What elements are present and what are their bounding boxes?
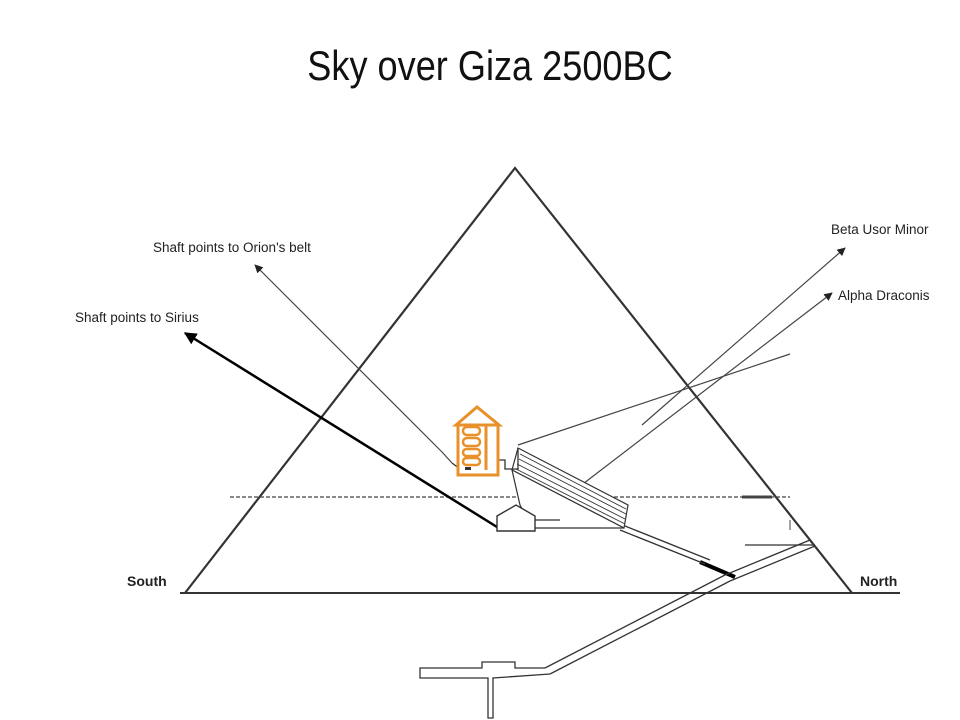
subterranean-chamber [419, 661, 551, 719]
beta-pointer-line [641, 247, 846, 426]
label-orion: Shaft points to Orion's belt [153, 240, 311, 255]
entrance-passage [724, 539, 811, 576]
queens-north-shaft [574, 292, 833, 491]
descending-passage-upper-2 [624, 525, 711, 561]
descending-passage-bold [699, 560, 736, 579]
gallery-step-3 [516, 463, 626, 520]
queens-chamber [496, 504, 536, 532]
kings-south-shaft [254, 264, 453, 464]
label-alpha-draconis: Alpha Draconis [838, 288, 930, 303]
gallery-step-4 [515, 468, 626, 525]
pyramid-outline [184, 166, 853, 594]
gallery-step-1 [519, 453, 627, 510]
gallery-step-2 [518, 458, 627, 515]
label-north: North [860, 573, 897, 589]
label-sirius: Shaft points to Sirius [75, 310, 199, 325]
entrance-passage-2 [729, 545, 816, 582]
descending-passage-upper [619, 529, 706, 565]
relieving-chambers [451, 405, 504, 477]
label-south: South [127, 573, 167, 589]
descending-passage-lower-2 [549, 580, 731, 675]
kings-north-shaft [517, 353, 791, 446]
descending-passage-lower [544, 574, 726, 669]
slide-title: Sky over Giza 2500BC [307, 42, 673, 89]
queens-south-shaft [183, 331, 498, 529]
label-beta-ursa-minor: Beta Usor Minor [831, 222, 929, 237]
